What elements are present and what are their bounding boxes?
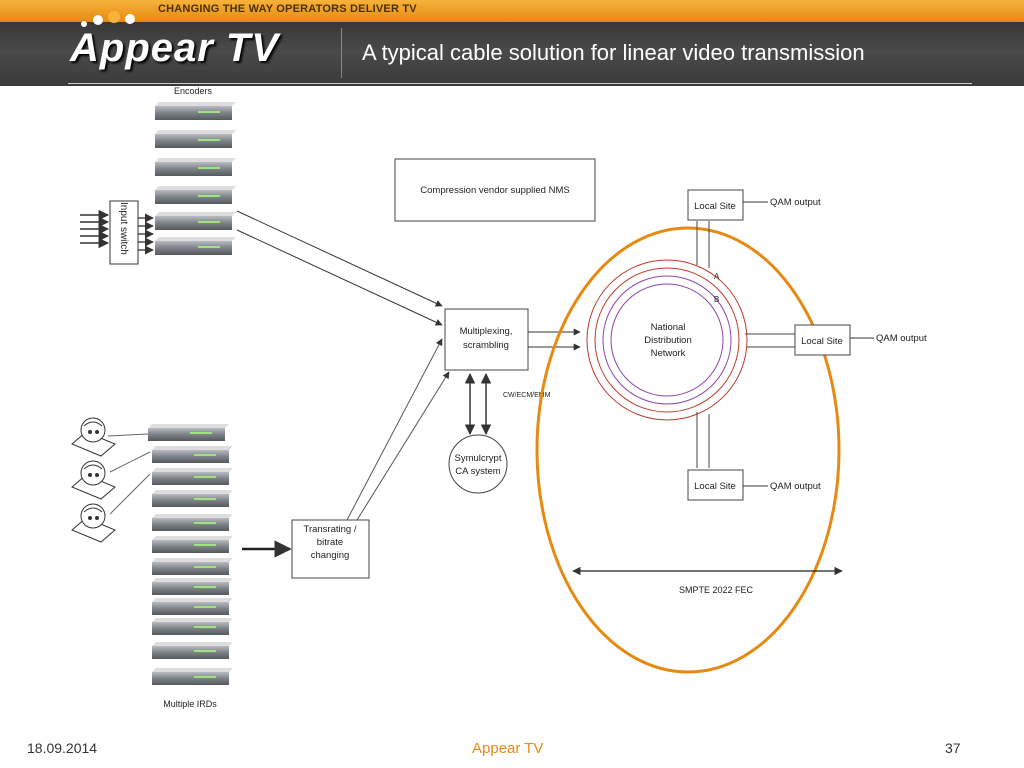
local-site-top: Local Site [687, 189, 744, 221]
distribution-highlight-oval [535, 226, 841, 674]
ird-unit [152, 446, 233, 463]
mux-box: Multiplexing, scrambling [444, 308, 529, 371]
qam-output-label: QAM output [876, 333, 927, 344]
local-site-right: Local Site [794, 324, 851, 356]
qam-output-label: QAM output [770, 481, 821, 492]
encoder-to-mux-arrow [236, 229, 443, 326]
ird-unit [152, 558, 233, 575]
operator-lines [107, 433, 151, 515]
input-switch-label: Input switch [118, 202, 129, 255]
ird-unit [152, 468, 233, 485]
transrating-to-mux-arrow [356, 371, 450, 521]
network-label-line1: National [651, 322, 686, 333]
transrating-to-mux-arrow [346, 338, 443, 521]
transrating-label-line2: bitrate [317, 537, 343, 548]
operator-icon [71, 460, 116, 500]
nms-box: Compression vendor supplied NMS [394, 158, 596, 222]
switch-to-encoder-arrows [138, 213, 154, 255]
ird-unit [152, 618, 233, 635]
ring-b-label: B [714, 295, 719, 304]
ird-unit [152, 598, 233, 615]
encoder-unit [155, 237, 236, 255]
nms-label: Compression vendor supplied NMS [420, 185, 569, 196]
ird-unit [148, 424, 229, 441]
encoder-to-mux-arrow [236, 210, 443, 307]
operator-icons [71, 417, 116, 543]
encoder-unit [155, 212, 236, 230]
local-site-label: Local Site [694, 201, 736, 212]
logo: Appear TV [70, 26, 280, 70]
irds-label: Multiple IRDs [163, 699, 217, 709]
network-label-line2: Distribution [644, 335, 692, 346]
encoder-unit [155, 186, 236, 204]
ird-unit [152, 578, 233, 595]
ring-a-label: A [714, 272, 720, 281]
operator-icon [71, 417, 116, 457]
fec-label: SMPTE 2022 FEC [679, 585, 754, 595]
mux-label-line1: Multiplexing, [460, 326, 513, 337]
footer-brand: Appear TV [472, 740, 544, 757]
cw-ecm-emm-label: CW/ECM/EMM [503, 392, 551, 399]
tagline: CHANGING THE WAY OPERATORS DELIVER TV [158, 3, 417, 15]
ird-unit [152, 490, 233, 507]
operator-icon [71, 503, 116, 543]
mux-label-line2: scrambling [463, 340, 509, 351]
page-title: A typical cable solution for linear vide… [362, 40, 865, 65]
header-divider [341, 28, 342, 78]
encoders-label: Encoders [174, 86, 213, 96]
ca-system: Symulcrypt CA system [448, 434, 508, 494]
ird-unit [152, 514, 233, 531]
tagline-bar: CHANGING THE WAY OPERATORS DELIVER TV [0, 0, 1024, 22]
footer-date: 18.09.2014 [27, 740, 98, 756]
input-arrows [80, 209, 110, 249]
local-site-label: Local Site [801, 336, 843, 347]
logo-dots-icon [81, 11, 135, 27]
input-switch: Input switch [109, 200, 139, 265]
ca-label-line2: CA system [455, 466, 500, 477]
encoder-stack [155, 102, 236, 255]
page-number: 37 [945, 740, 961, 756]
header-underline [68, 83, 972, 84]
cable-solution-diagram: Encoders Input switch Compression vendor… [71, 86, 927, 709]
encoder-unit [155, 158, 236, 176]
ird-unit [152, 642, 233, 659]
site-connectors [696, 221, 795, 468]
transrating-label-line1: Transrating / [304, 524, 357, 535]
ird-unit [152, 668, 233, 685]
local-site-bottom: Local Site [687, 469, 744, 501]
network-label-line3: Network [651, 348, 686, 359]
qam-output-label: QAM output [770, 197, 821, 208]
ca-label-line1: Symulcrypt [455, 453, 502, 464]
local-site-label: Local Site [694, 481, 736, 492]
transrating-box: Transrating / bitrate changing [291, 519, 370, 579]
encoder-unit [155, 102, 236, 120]
network-rings [586, 259, 748, 421]
encoder-unit [155, 130, 236, 148]
transrating-label-line3: changing [311, 550, 350, 561]
ird-unit [152, 536, 233, 553]
ird-stack [148, 424, 233, 685]
